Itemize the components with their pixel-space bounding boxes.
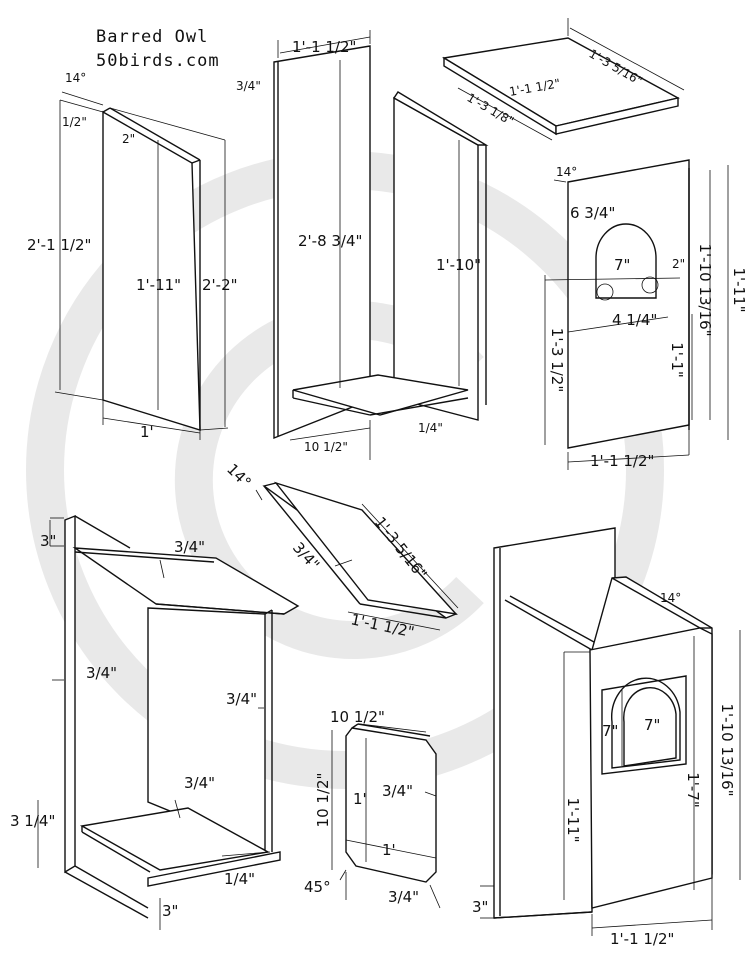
assembled-side-height-label: 1'-11" bbox=[564, 797, 582, 842]
section-back-thickness-label: 3/4" bbox=[86, 664, 117, 682]
front-hole-width-label: 7" bbox=[614, 256, 630, 274]
floor-width-label: 1' bbox=[382, 841, 396, 859]
section-floor-recess-label: 1/4" bbox=[224, 870, 255, 888]
section-bottom-offset-label: 3" bbox=[162, 902, 178, 920]
assembled-bottom-offset-label: 3" bbox=[472, 898, 488, 916]
side-panel-drawing bbox=[54, 91, 229, 440]
section-left-offset-label: 3 1/4" bbox=[10, 812, 55, 830]
assembled-drawing bbox=[480, 527, 741, 936]
roof-detail-angle-label: 14° bbox=[223, 460, 255, 492]
roof-detail-thickness-label: 3/4" bbox=[289, 539, 323, 574]
side-offset-top-label: 1/2" bbox=[62, 115, 87, 129]
title-line2: 50birds.com bbox=[96, 51, 220, 71]
assembled-width-label: 1'-1 1/2" bbox=[610, 930, 674, 948]
back-floor-depth-label: 10 1/2" bbox=[304, 440, 348, 454]
front-height-label: 1'-10 13/16" bbox=[696, 243, 714, 336]
section-view-drawing bbox=[37, 514, 300, 930]
section-floor-thickness-label: 3/4" bbox=[184, 774, 215, 792]
section-side-thickness-label: 3/4" bbox=[226, 690, 257, 708]
roof-detail-drawing bbox=[255, 481, 459, 631]
assembled-front-lower-label: 1'-7" bbox=[684, 772, 702, 808]
back-assembly-drawing bbox=[273, 30, 489, 460]
back-width-label: 1'-1 1/2" bbox=[292, 38, 356, 56]
front-lower-height-label: 1'-3 1/2" bbox=[548, 328, 566, 392]
floor-corner-label: 3/4" bbox=[388, 888, 419, 906]
back-thickness-label: 3/4" bbox=[236, 79, 261, 93]
floor-corner-angle-label: 45° bbox=[304, 878, 331, 896]
front-hole-bottom-label: 1'-1" bbox=[668, 342, 686, 378]
floor-side-length-label: 10 1/2" bbox=[314, 773, 332, 828]
section-roof-thickness-label: 3/4" bbox=[174, 538, 205, 556]
side-overall-height-label: 2'-1 1/2" bbox=[27, 236, 91, 254]
back-floor-thickness-label: 1/4" bbox=[418, 421, 443, 435]
front-width-label: 1'-1 1/2" bbox=[590, 452, 654, 470]
side-back-height-label: 1'-11" bbox=[136, 276, 181, 294]
assembled-hole-width-label: 7" bbox=[644, 716, 660, 734]
roof-drawing bbox=[442, 18, 685, 141]
section-top-offset-label: 3" bbox=[40, 532, 56, 550]
side-angle-label: 14° bbox=[65, 71, 86, 85]
side-width-label: 1' bbox=[140, 423, 154, 441]
back-height-label: 2'-8 3/4" bbox=[298, 232, 362, 250]
assembled-front-height-label: 1'-10 13/16" bbox=[718, 703, 736, 796]
floor-thickness-label: 3/4" bbox=[382, 782, 413, 800]
back-side-height-label: 1'-10" bbox=[436, 256, 481, 274]
floor-depth-label: 10 1/2" bbox=[330, 708, 385, 726]
front-angle-label: 14° bbox=[556, 165, 577, 179]
front-panel-drawing bbox=[544, 159, 729, 470]
front-overall-height-label: 1'-11" bbox=[730, 267, 748, 312]
title-line1: Barred Owl bbox=[96, 27, 208, 47]
front-vent-label: 2" bbox=[672, 257, 685, 271]
side-front-height-label: 2'-2" bbox=[202, 276, 238, 294]
side-offset-inner-label: 2" bbox=[122, 132, 135, 146]
floor-length-label: 1' bbox=[353, 790, 367, 808]
front-hole-top-label: 6 3/4" bbox=[570, 204, 615, 222]
front-vent-spacing-label: 4 1/4" bbox=[612, 311, 657, 329]
assembled-hole-height-label: 7" bbox=[602, 722, 618, 740]
assembled-angle-label: 14° bbox=[660, 591, 681, 605]
floor-drawing bbox=[331, 723, 441, 909]
